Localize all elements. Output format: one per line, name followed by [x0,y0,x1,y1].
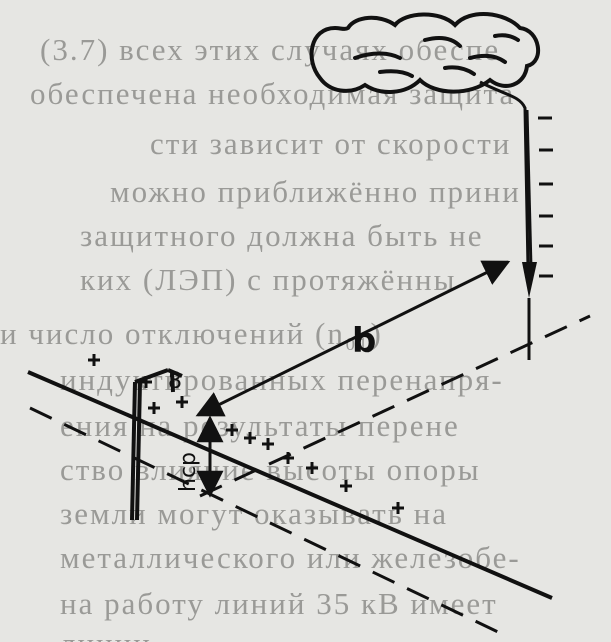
background-text-line: на работу линий 35 кВ имеет [60,586,498,621]
plus-sign [140,376,152,388]
charge-markers [88,354,404,514]
background-text-line: обеспечена необходимая защита [30,76,516,111]
background-text-line: сти зависит от скорости [150,126,512,161]
background-text-line: можно приближённо прини [110,174,521,209]
lightning-channel [479,80,553,360]
plus-sign [282,452,294,464]
thundercloud [309,11,541,94]
plus-sign [88,354,100,366]
plus-sign [392,502,404,514]
tower [130,368,183,521]
cloud-outline [309,11,541,94]
plus-sign [340,480,352,492]
plus-sign [244,432,256,444]
ground-trace-upper [199,314,591,498]
plus-sign [226,424,238,436]
height-label: hср [176,452,201,492]
background-text-line: защитного должна быть не [80,218,484,253]
background-text-line: металлического или железобе- [60,540,521,575]
angle-marker-label: 8 [168,369,182,394]
plus-sign [306,462,318,474]
plus-sign [262,438,274,450]
distance-arrow [195,260,511,417]
distance-label: b [352,321,376,361]
ground-trace-lower [29,406,499,634]
overhead-conductor [27,370,553,600]
background-text-line: (3.7) всех этих случаях обеспе [40,32,501,67]
background-text-line: линии... [60,626,611,642]
plus-sign [176,396,188,408]
plus-sign [148,402,160,414]
background-text-line: ство влияние высоты опоры [60,452,481,487]
